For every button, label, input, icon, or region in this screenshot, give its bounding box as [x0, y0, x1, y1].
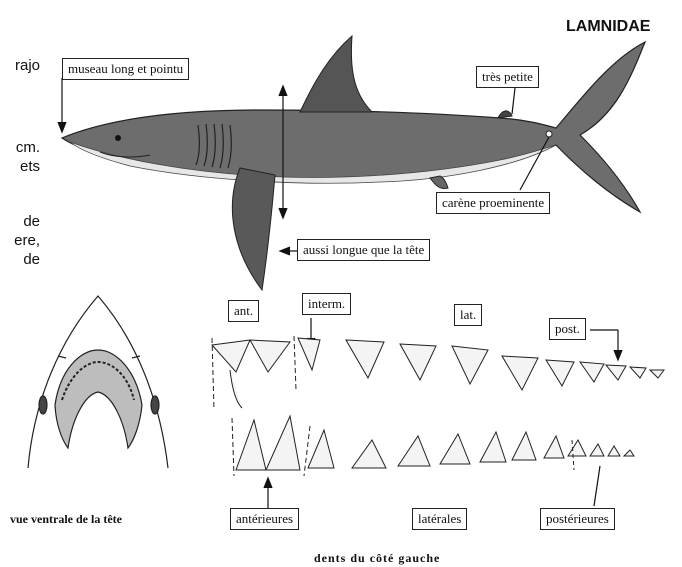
label-teeth-posterior: postérieures: [540, 508, 615, 530]
side-text-2: cm.: [0, 138, 40, 157]
label-keel: carène proeminente: [436, 192, 550, 214]
caption-head: vue ventrale de la tête: [10, 512, 122, 527]
lower-teeth-row: [232, 416, 634, 476]
family-title: LAMNIDAE: [566, 18, 650, 36]
label-teeth-lat: lat.: [454, 304, 482, 326]
side-text-5: ere,: [0, 231, 40, 250]
label-teeth-lateral: latérales: [412, 508, 467, 530]
label-tiny: très petite: [476, 66, 539, 88]
side-text-6: de: [0, 250, 40, 269]
label-teeth-interm: interm.: [302, 293, 351, 315]
label-teeth-post: post.: [549, 318, 586, 340]
label-teeth-anterior: antérieures: [230, 508, 299, 530]
label-pectoral: aussi longue que la tête: [297, 239, 430, 261]
side-text-1: rajo: [0, 56, 40, 75]
upper-teeth-row: [212, 336, 664, 410]
side-text-3: ets: [0, 157, 40, 176]
label-teeth-ant: ant.: [228, 300, 259, 322]
side-text-4: de: [0, 212, 40, 231]
head-ventral-view: [28, 296, 168, 468]
label-snout: museau long et pointu: [62, 58, 189, 80]
caption-teeth: dents du côté gauche: [314, 551, 440, 566]
